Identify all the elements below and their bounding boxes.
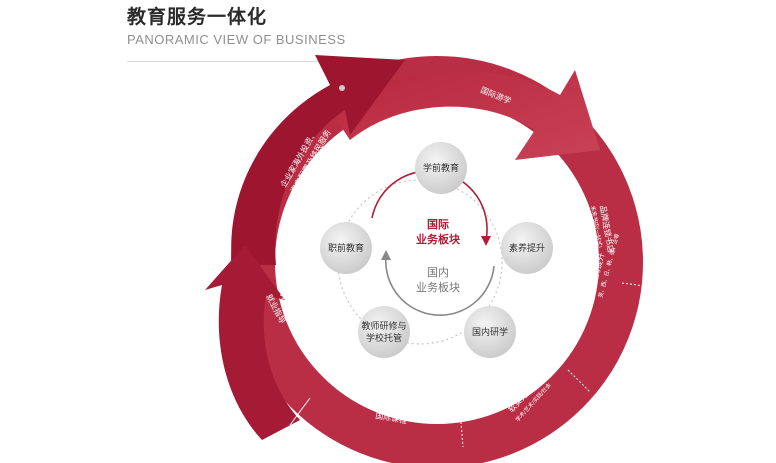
svg-text:职前教育: 职前教育 [328,242,364,254]
center-arrow-domestic-head [381,250,391,260]
svg-text:教师研修与: 教师研修与 [361,320,406,332]
node-teacher: 教师研修与 学校托管 [358,306,410,358]
page-title: 教育服务一体化 [127,6,268,28]
divider-4 [289,397,311,426]
node-quality: 素养提升 [501,222,553,274]
node-vocational: 职前教育 [320,222,372,274]
svg-text:学前教育: 学前教育 [423,162,459,174]
svg-text:国内研学: 国内研学 [472,326,508,338]
node-study-tour: 国内研学 [464,306,516,358]
page-subtitle: PANORAMIC VIEW OF BUSINESS [127,32,346,47]
center-domestic-1: 国内 [427,265,449,279]
center-international-2: 业务板块 [416,232,461,246]
ring-marker-dot [339,85,345,91]
header-divider [127,61,342,62]
center-arrow-international-head [481,236,491,246]
arrow-study-abroad [330,70,600,160]
arrow-enterprise [231,55,405,265]
svg-text:学校托管: 学校托管 [366,332,402,344]
center-domestic-2: 业务板块 [416,280,460,294]
node-preschool: 学前教育 [415,142,467,194]
arrow-overseas [205,245,300,440]
divider-2 [567,369,591,393]
center-arrow-domestic [384,255,495,317]
center-international-1: 国际 [427,217,449,231]
svg-text:素养提升: 素养提升 [509,242,545,254]
